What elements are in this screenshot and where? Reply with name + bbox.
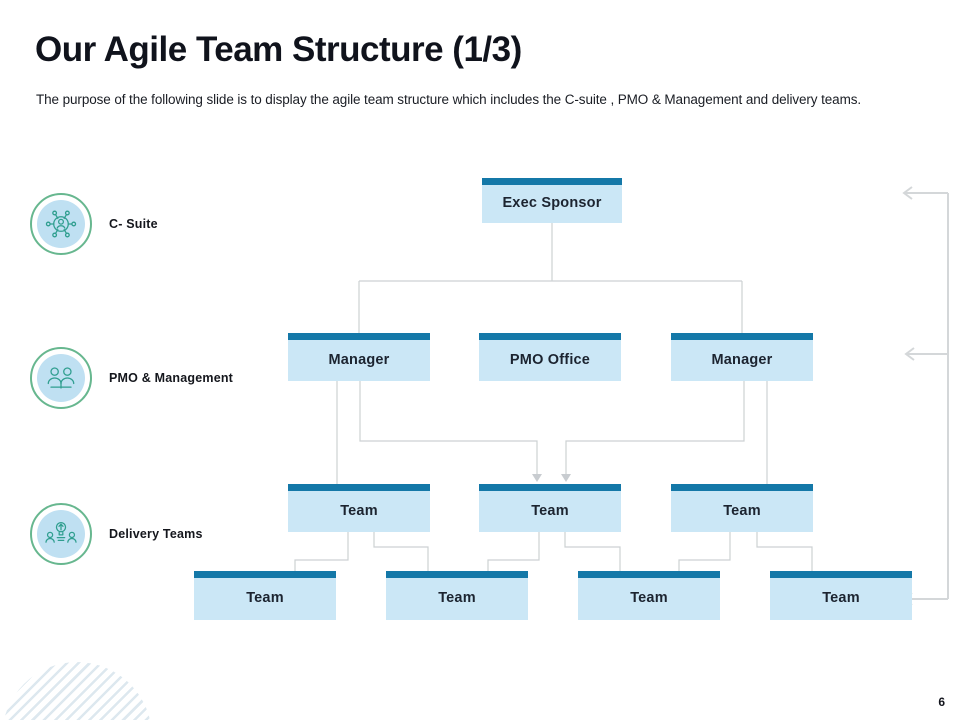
org-node-pmo-office: PMO Office: [479, 333, 621, 381]
page-number: 6: [938, 695, 945, 709]
node-accent-bar: [578, 571, 720, 578]
node-label: Team: [630, 590, 668, 606]
org-node-team-bottom-3: Team: [578, 571, 720, 620]
node-label: Team: [822, 590, 860, 606]
org-node-manager-left: Manager: [288, 333, 430, 381]
node-accent-bar: [770, 571, 912, 578]
legend-badge: [30, 347, 92, 409]
slide-subtitle: The purpose of the following slide is to…: [36, 92, 862, 107]
legend-badge: [30, 503, 92, 565]
org-network-icon: [37, 200, 85, 248]
org-node-team-bottom-4: Team: [770, 571, 912, 620]
node-accent-bar: [479, 333, 621, 340]
node-accent-bar: [288, 333, 430, 340]
node-label: Team: [531, 502, 569, 519]
node-label: Team: [246, 590, 284, 606]
org-node-exec-sponsor: Exec Sponsor: [482, 178, 622, 223]
legend-item-delivery-teams: Delivery Teams: [30, 503, 203, 565]
decorative-stripes-semicircle: [2, 662, 152, 720]
org-node-manager-right: Manager: [671, 333, 813, 381]
legend-label-c-suite: C- Suite: [109, 217, 158, 231]
node-accent-bar: [386, 571, 528, 578]
org-node-team-mid-1: Team: [288, 484, 430, 532]
node-label: PMO Office: [509, 351, 591, 368]
org-node-team-bottom-2: Team: [386, 571, 528, 620]
feedback-bracket-arrows: [902, 186, 949, 606]
page-title: Our Agile Team Structure (1/3): [35, 30, 522, 69]
legend-item-pmo-management: PMO & Management: [30, 347, 233, 409]
node-label: Team: [438, 590, 476, 606]
node-accent-bar: [671, 333, 813, 340]
legend-label-delivery-teams: Delivery Teams: [109, 527, 203, 541]
node-accent-bar: [671, 484, 813, 491]
node-accent-bar: [288, 484, 430, 491]
org-node-team-mid-3: Team: [671, 484, 813, 532]
down-arrowhead-icon: [532, 474, 571, 482]
team-launch-icon: [37, 510, 85, 558]
org-node-team-bottom-1: Team: [194, 571, 336, 620]
people-group-icon: [37, 354, 85, 402]
node-label: Exec Sponsor: [502, 195, 602, 211]
legend-item-c-suite: C- Suite: [30, 193, 158, 255]
legend-label-pmo-management: PMO & Management: [109, 371, 234, 385]
node-accent-bar: [479, 484, 621, 491]
node-accent-bar: [482, 178, 622, 185]
legend-badge: [30, 193, 92, 255]
node-accent-bar: [194, 571, 336, 578]
node-label: Team: [723, 502, 761, 519]
node-label: Manager: [328, 351, 390, 368]
node-label: Manager: [711, 351, 773, 368]
org-node-team-mid-2: Team: [479, 484, 621, 532]
node-label: Team: [340, 502, 378, 519]
